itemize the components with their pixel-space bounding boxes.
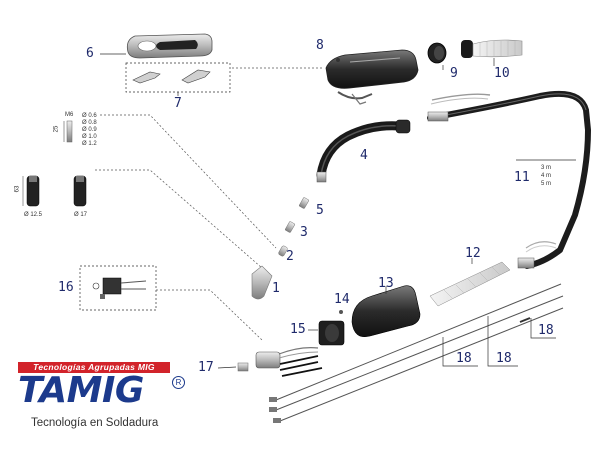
nozzle-length-label: 63 (14, 185, 21, 193)
contact-tip-spec (63, 120, 73, 143)
leader-18b (487, 316, 518, 367)
callout-14: 14 (334, 292, 350, 307)
callout-18-c: 18 (538, 323, 554, 338)
callout-11: 11 (514, 170, 530, 185)
trigger-clip-a (132, 71, 161, 84)
swan-neck (316, 119, 411, 183)
callout-5: 5 (316, 203, 324, 218)
callout-17: 17 (198, 360, 214, 375)
grip-handle (325, 49, 419, 105)
adapter-nut (318, 320, 345, 346)
callout-6: 6 (86, 46, 94, 61)
callout-3: 3 (300, 225, 308, 240)
callout-13: 13 (378, 276, 394, 291)
liners (269, 283, 564, 423)
screw-14 (339, 310, 343, 314)
callout-7: 7 (174, 96, 182, 111)
gas-diffuser-part (299, 197, 309, 209)
callout-18-b: 18 (496, 351, 512, 366)
nozzle-part (251, 265, 273, 300)
callout-18-a: 18 (456, 351, 472, 366)
callout-15: 15 (290, 322, 306, 337)
cable-assembly (427, 90, 592, 269)
tip-diam-10: Ø 1.0 (82, 134, 97, 140)
leader-nozzle-spec (95, 169, 263, 269)
switch-box (79, 265, 157, 311)
nozzle-spec-b (73, 175, 87, 207)
rear-connector (237, 347, 323, 377)
trigger-switch (92, 277, 147, 299)
tip-diam-08: Ø 0.8 (82, 120, 97, 126)
tip-diam-06: Ø 0.6 (82, 113, 97, 119)
nozzle-spec-a (22, 175, 40, 207)
callout-10: 10 (494, 66, 510, 81)
callout-16: 16 (58, 280, 74, 295)
leader-18a (442, 337, 478, 367)
screw-8 (336, 58, 340, 62)
nozzle-diam-b: Ø 17 (74, 212, 88, 218)
tip-diam-12: Ø 1.2 (82, 141, 97, 147)
locking-ring (427, 42, 447, 70)
logo-wordmark: TAMIG (18, 370, 144, 411)
tip-diam-09: Ø 0.9 (82, 127, 97, 133)
cable-length-5m: 5 m (541, 181, 552, 187)
nozzle-diam-a: Ø 12.5 (24, 212, 43, 218)
callout-12: 12 (465, 246, 481, 261)
tip-thread-label: M6 (65, 112, 74, 118)
callout-2: 2 (286, 249, 294, 264)
cable-support-spring (461, 39, 523, 66)
callout-8: 8 (316, 38, 324, 53)
cable-length-3m: 3 m (541, 165, 552, 171)
cable-length-4m: 4 m (541, 173, 552, 179)
tip-adapter-part (285, 221, 295, 233)
callout-1: 1 (272, 281, 280, 296)
registered-icon: R (172, 376, 185, 389)
logo-tagline: Tecnología en Soldadura (31, 417, 159, 429)
callout-4: 4 (360, 148, 368, 163)
handle-shell-part (126, 33, 213, 59)
cable-spring (429, 258, 511, 307)
rear-grip (351, 285, 421, 337)
contact-tip-part (278, 245, 288, 257)
callout-9: 9 (450, 66, 458, 81)
leader-18c (530, 318, 556, 339)
leader-16 (156, 289, 263, 341)
trigger-clip-b (181, 69, 211, 84)
tip-length-label: 25 (53, 125, 60, 133)
leader-tip-spec (100, 114, 277, 249)
logo-band: Tecnologías Agrupadas MIG (18, 362, 170, 373)
